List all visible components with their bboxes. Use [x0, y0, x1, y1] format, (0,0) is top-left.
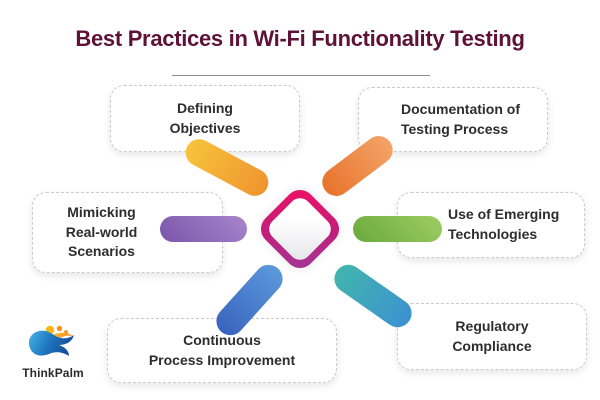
thinkpalm-logo: ThinkPalm [20, 323, 86, 380]
center-diamond-fill [264, 193, 336, 265]
practice-label-mimicking-real-world-scenarios: Mimicking Real-world Scenarios [65, 203, 138, 260]
practice-card-regulatory-compliance: Regulatory Compliance [397, 303, 587, 370]
thinkpalm-wave-icon [28, 325, 75, 356]
practice-label-documentation-of-testing-process: Documentation of Testing Process [401, 100, 520, 137]
practice-label-use-of-emerging-technologies: Use of Emerging Technologies [448, 206, 560, 242]
connector-pill-middle-right [353, 216, 442, 242]
title-divider [172, 75, 430, 76]
thinkpalm-logo-text: ThinkPalm [22, 366, 84, 380]
practice-label-defining-objectives: Defining Objectives [169, 99, 241, 136]
connector-pill-bottom-right [328, 259, 418, 333]
practice-label-continuous-process-improvement: Continuous Process Improvement [148, 331, 296, 368]
center-diamond [254, 183, 346, 275]
page-title: Best Practices in Wi-Fi Functionality Te… [75, 26, 525, 51]
connector-pill-middle-left [160, 216, 247, 242]
practice-label-regulatory-compliance: Regulatory Compliance [452, 317, 532, 354]
